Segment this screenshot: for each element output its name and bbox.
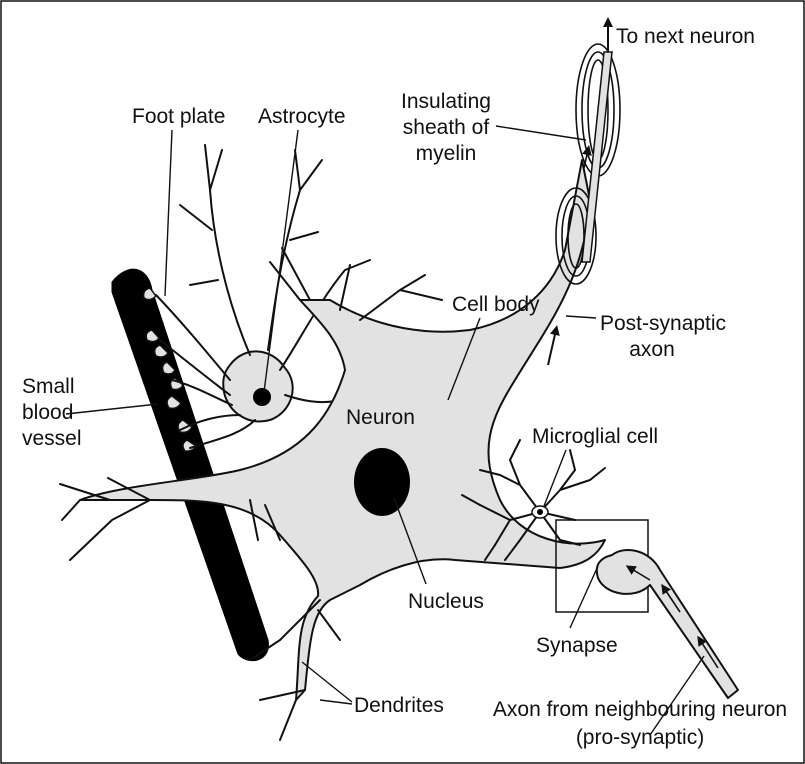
label-small-blood-vessel-line3: vessel xyxy=(22,427,82,450)
label-synapse: Synapse xyxy=(536,634,618,657)
label-nucleus: Nucleus xyxy=(408,590,484,613)
neuron-nucleus xyxy=(354,448,410,516)
label-axon-from-neighbour-line1: Axon from neighbouring neuron xyxy=(493,698,787,721)
label-small-blood-vessel-line1: Small xyxy=(22,375,75,398)
label-dendrites: Dendrites xyxy=(354,694,444,717)
astrocyte-nucleus xyxy=(253,388,271,406)
label-axon-from-neighbour-line2: (pro-synaptic) xyxy=(576,726,704,749)
label-post-synaptic-line2: axon xyxy=(629,338,675,361)
label-insulating-sheath-line1: Insulating xyxy=(401,90,491,113)
label-neuron: Neuron xyxy=(346,406,415,429)
label-small-blood-vessel-line2: blood xyxy=(22,401,73,424)
label-astrocyte: Astrocyte xyxy=(258,105,346,128)
label-insulating-sheath-line2: sheath of xyxy=(403,116,490,139)
label-foot-plate: Foot plate xyxy=(132,105,225,128)
label-cell-body: Cell body xyxy=(452,293,540,316)
label-insulating-sheath-line3: myelin xyxy=(416,142,477,165)
label-to-next-neuron: To next neuron xyxy=(616,25,755,48)
label-microglial-cell: Microglial cell xyxy=(532,425,658,448)
label-post-synaptic-line1: Post-synaptic xyxy=(600,312,726,335)
